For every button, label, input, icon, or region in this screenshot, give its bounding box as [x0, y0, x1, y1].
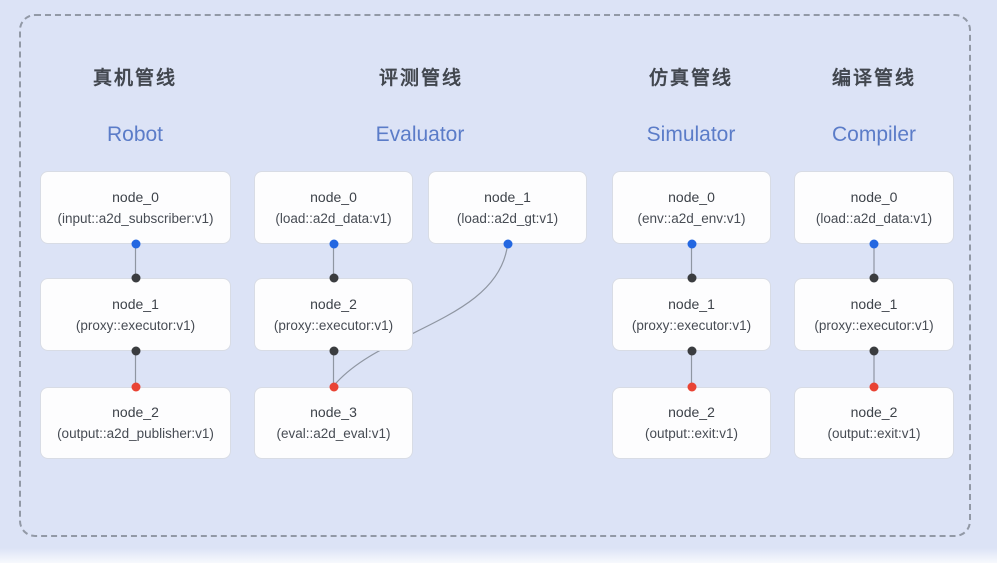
- evaluator-node-0: node_0 (load::a2d_data:v1): [254, 171, 413, 244]
- evaluator-node-2: node_2 (proxy::executor:v1): [254, 278, 413, 351]
- simulator-node-2-input-port-icon: [687, 382, 696, 392]
- robot-node-0: node_0 (input::a2d_subscriber:v1): [40, 171, 231, 244]
- compiler-node-0: node_0 (load::a2d_data:v1): [794, 171, 954, 244]
- pipeline-title-zh-robot: 真机管线: [92, 68, 178, 89]
- compiler-node-1-output-port-icon: [869, 346, 879, 356]
- node-type: (output::exit:v1): [644, 426, 739, 441]
- dashed-border: [19, 14, 971, 537]
- node-name: node_2: [668, 404, 715, 420]
- node-name: node_2: [310, 295, 357, 312]
- node-name: node_0: [850, 188, 898, 205]
- robot-node-1-input-port-icon: [131, 273, 140, 283]
- node-name: node_1: [112, 295, 159, 312]
- node-type: (load::a2d_gt:v1): [456, 210, 559, 226]
- node-type: (proxy::executor:v1): [814, 317, 934, 333]
- compiler-node-0-output-port-icon: [869, 239, 879, 249]
- evaluator-node-2-input-port-icon: [329, 273, 338, 283]
- robot-node-2-input-port-icon: [131, 382, 140, 392]
- evaluator-node-1-output-port-icon: [503, 239, 512, 249]
- evaluator-node-2-output-port-icon: [329, 346, 338, 356]
- evaluator-node-0-output-port-icon: [329, 239, 338, 249]
- node-type: (eval::a2d_eval:v1): [276, 426, 391, 441]
- node-type: (proxy::executor:v1): [75, 317, 196, 333]
- simulator-node-0-output-port-icon: [687, 239, 696, 249]
- compiler-node-1: node_1 (proxy::executor:v1): [794, 278, 954, 351]
- node-name: node_2: [112, 404, 159, 420]
- node-type: (env::a2d_env:v1): [637, 210, 746, 226]
- simulator-node-1-input-port-icon: [687, 273, 696, 283]
- node-type: (output::exit:v1): [827, 426, 921, 441]
- node-type: (proxy::executor:v1): [273, 317, 394, 333]
- edge-eval-1-3: [333, 244, 509, 387]
- node-type: (input::a2d_subscriber:v1): [57, 210, 214, 226]
- evaluator-node-1: node_1 (load::a2d_gt:v1): [428, 171, 587, 244]
- pipeline-title-en-evaluator: Evaluator: [375, 123, 465, 146]
- pipeline-title-zh-compiler: 编译管线: [831, 68, 917, 89]
- node-name: node_1: [668, 295, 715, 312]
- node-name: node_2: [850, 404, 898, 420]
- robot-node-1-output-port-icon: [131, 346, 140, 356]
- robot-node-1: node_1 (proxy::executor:v1): [40, 278, 231, 351]
- compiler-node-1-input-port-icon: [869, 273, 879, 283]
- compiler-node-2: node_2 (output::exit:v1): [794, 387, 954, 459]
- node-name: node_3: [310, 404, 357, 420]
- simulator-node-1-output-port-icon: [687, 346, 696, 356]
- simulator-node-2: node_2 (output::exit:v1): [612, 387, 771, 459]
- pipeline-title-zh-simulator: 仿真管线: [648, 68, 734, 89]
- node-type: (load::a2d_data:v1): [815, 210, 933, 226]
- evaluator-node-3: node_3 (eval::a2d_eval:v1): [254, 387, 413, 459]
- node-type: (proxy::executor:v1): [631, 317, 752, 333]
- robot-node-0-output-port-icon: [131, 239, 140, 249]
- node-name: node_0: [668, 188, 715, 205]
- pipeline-title-zh-evaluator: 评测管线: [378, 68, 464, 89]
- pipeline-title-en-compiler: Compiler: [831, 123, 917, 146]
- node-name: node_0: [310, 188, 357, 205]
- pipeline-title-en-simulator: Simulator: [646, 123, 736, 146]
- robot-node-2: node_2 (output::a2d_publisher:v1): [40, 387, 231, 459]
- pipeline-title-en-robot: Robot: [106, 123, 164, 146]
- simulator-node-0: node_0 (env::a2d_env:v1): [612, 171, 771, 244]
- compiler-node-2-input-port-icon: [869, 382, 879, 392]
- node-name: node_0: [112, 188, 159, 205]
- node-type: (output::a2d_publisher:v1): [57, 426, 214, 441]
- evaluator-node-3-input-port-icon: [329, 382, 338, 392]
- node-name: node_1: [850, 295, 898, 312]
- node-type: (load::a2d_data:v1): [275, 210, 392, 226]
- simulator-node-1: node_1 (proxy::executor:v1): [612, 278, 771, 351]
- node-name: node_1: [484, 188, 531, 205]
